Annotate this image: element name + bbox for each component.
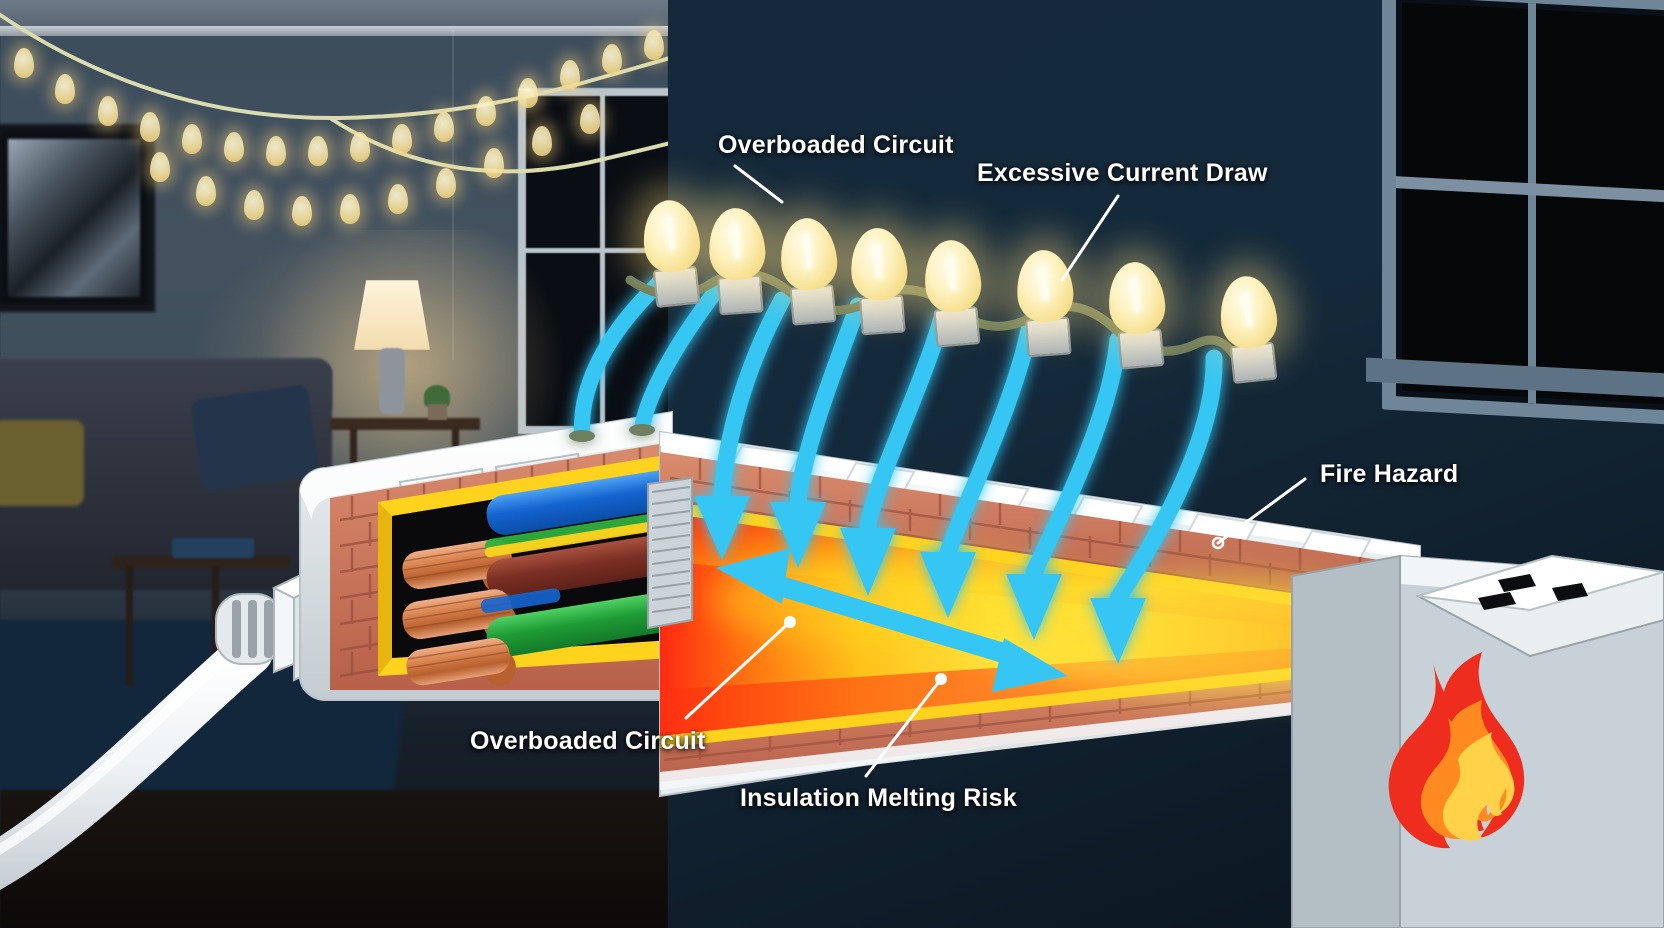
garland-bulb-25 — [532, 126, 552, 156]
leader-overloaded-bottom — [684, 620, 792, 720]
fire-hazard-icon — [1388, 652, 1525, 849]
garland-bulb-26 — [580, 104, 600, 134]
coffee-table — [112, 556, 290, 568]
mains-cable — [0, 629, 273, 890]
garland-bulb-14 — [560, 60, 580, 90]
framed-picture — [0, 125, 154, 311]
label-fire-hazard: Fire Hazard — [1320, 460, 1459, 488]
garland-bulb-10 — [392, 124, 412, 154]
plant-pot — [428, 404, 447, 420]
garland-bulb-6 — [224, 132, 244, 162]
heat-spread-arrow — [716, 548, 1068, 692]
garland-bulb-2 — [55, 74, 75, 104]
garland-bulb-13 — [518, 78, 538, 108]
garland-bulb-9 — [350, 132, 370, 162]
leader-insulation-anchor — [935, 673, 947, 685]
garland-bulb-24 — [484, 148, 504, 178]
earth-wire — [406, 589, 698, 686]
leader-excessive-current — [1060, 194, 1120, 282]
socket-pin-holes — [1478, 574, 1588, 610]
garland-bulb-5 — [182, 124, 202, 154]
internal-wires — [402, 467, 698, 686]
garland-bulb-12 — [476, 96, 496, 126]
label-excessive-current: Excessive Current Draw — [977, 159, 1268, 187]
leader-fire-hazard — [1216, 477, 1307, 545]
garland-bulb-8 — [308, 136, 328, 166]
garland-bulb-16 — [644, 30, 664, 60]
label-overloaded-top: Overboaded Circuit — [718, 131, 954, 159]
garland-bulb-18 — [196, 176, 216, 206]
table-lamp-base — [379, 348, 405, 414]
end-socket[interactable] — [1415, 554, 1664, 658]
side-table — [330, 418, 480, 430]
garland-wire — [0, 12, 680, 174]
wood-floor — [0, 790, 668, 928]
garland-bulb-23 — [436, 168, 456, 198]
garland-bulb-3 — [98, 96, 118, 126]
leader-overloaded-top — [733, 164, 784, 204]
potted-plant — [424, 385, 450, 407]
garland-bulb-22 — [388, 184, 408, 214]
leader-insulation — [864, 677, 943, 778]
garland-bulb-4 — [140, 112, 160, 142]
garland-bulb-11 — [434, 112, 454, 142]
leader-fire-hazard-anchor — [1211, 536, 1225, 550]
coffee-table-leg — [126, 566, 133, 686]
garland-bulb-20 — [292, 196, 312, 226]
leader-overloaded-bottom-anchor — [784, 616, 796, 628]
table-lamp-shade — [354, 280, 430, 350]
crown-moulding — [0, 26, 668, 36]
lower-shield-texture — [663, 671, 1417, 762]
plug-strain-relief — [215, 593, 283, 665]
garland-bulb-19 — [244, 190, 264, 220]
sofa-cushion-secondary — [0, 420, 84, 506]
garland-bulb-7 — [266, 136, 286, 166]
terminal-comb — [647, 476, 693, 630]
label-overloaded-bottom: Overboaded Circuit — [470, 727, 706, 755]
book-on-table — [172, 538, 254, 558]
garland-bulb-17 — [150, 152, 170, 182]
garland-bulb-15 — [602, 44, 622, 74]
garland-bulb-1 — [14, 48, 34, 78]
garland-bulb-21 — [340, 194, 360, 224]
label-insulation-melting: Insulation Melting Risk — [740, 784, 1017, 812]
